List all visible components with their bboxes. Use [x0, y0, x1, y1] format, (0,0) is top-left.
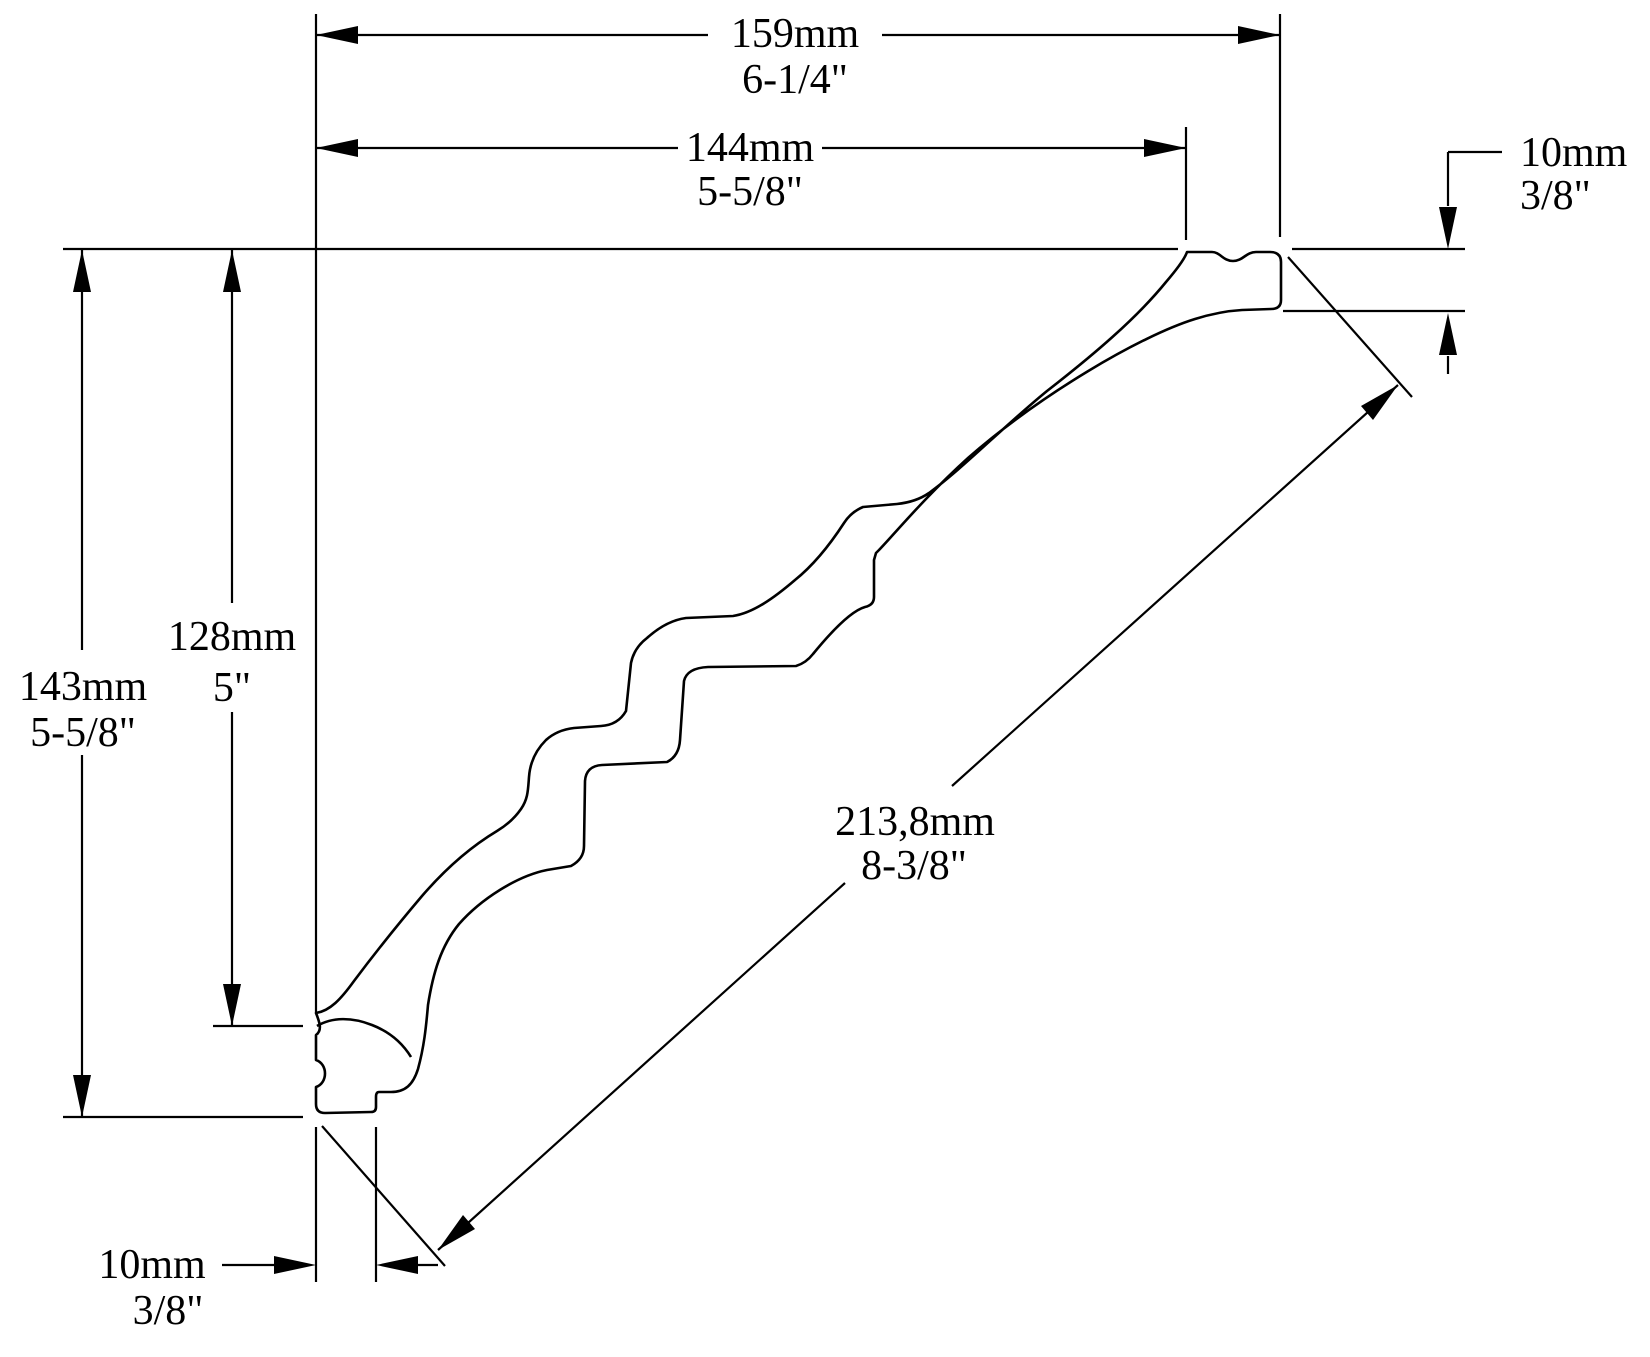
reference-lines	[63, 14, 1465, 1282]
label-ceiling-thickness-inch: 3/8"	[1520, 173, 1591, 219]
dimension-total-height	[73, 250, 91, 1117]
label-wall-thickness-mm: 10mm	[98, 1242, 206, 1288]
dimension-diagonal-face	[437, 384, 1399, 1251]
arrow-right-icon	[1144, 139, 1186, 157]
arrow-left-icon	[316, 26, 358, 44]
arrow-up-icon	[1439, 313, 1457, 355]
arrow-down-icon	[73, 1075, 91, 1117]
arrow-up-icon	[223, 250, 241, 292]
label-face-height-mm: 128mm	[168, 614, 297, 660]
dimension-face-width	[316, 139, 1186, 157]
arrow-down-icon	[1439, 207, 1457, 249]
label-face-height-inch: 5"	[213, 665, 251, 711]
dimension-total-width	[316, 26, 1280, 44]
arrow-down-left-icon	[438, 1215, 475, 1250]
label-ceiling-thickness-mm: 10mm	[1520, 130, 1628, 176]
molding-profile-outline	[314, 250, 1283, 1115]
dimension-wall-thickness	[222, 1256, 438, 1274]
label-total-height-mm: 143mm	[19, 664, 148, 710]
arrow-left-icon	[316, 139, 358, 157]
label-face-width-inch: 5-5/8"	[697, 169, 803, 215]
label-total-width-inch: 6-1/4"	[742, 57, 848, 103]
dimension-labels: 159mm 6-1/4" 144mm 5-5/8" 10mm 3/8" 143m…	[19, 11, 1628, 1334]
diagonal-witness-bottom	[321, 1125, 446, 1267]
label-diagonal-face-inch: 8-3/8"	[861, 843, 967, 889]
foot-bead-arc	[316, 1017, 413, 1058]
dimension-ceiling-thickness	[1439, 150, 1502, 374]
diagonal-witness-top	[1287, 256, 1413, 398]
label-wall-thickness-inch: 3/8"	[133, 1288, 204, 1334]
label-total-height-inch: 5-5/8"	[30, 710, 136, 756]
arrow-left-icon	[376, 1256, 418, 1274]
label-diagonal-face-mm: 213,8mm	[835, 799, 995, 845]
arrow-right-icon	[1238, 26, 1280, 44]
label-total-width-mm: 159mm	[731, 11, 860, 57]
arrow-up-right-icon	[1361, 385, 1398, 420]
dimension-face-height	[223, 250, 241, 1026]
label-face-width-mm: 144mm	[686, 125, 815, 171]
arrow-right-icon	[274, 1256, 316, 1274]
arrow-down-icon	[223, 984, 241, 1026]
arrow-up-icon	[73, 250, 91, 292]
